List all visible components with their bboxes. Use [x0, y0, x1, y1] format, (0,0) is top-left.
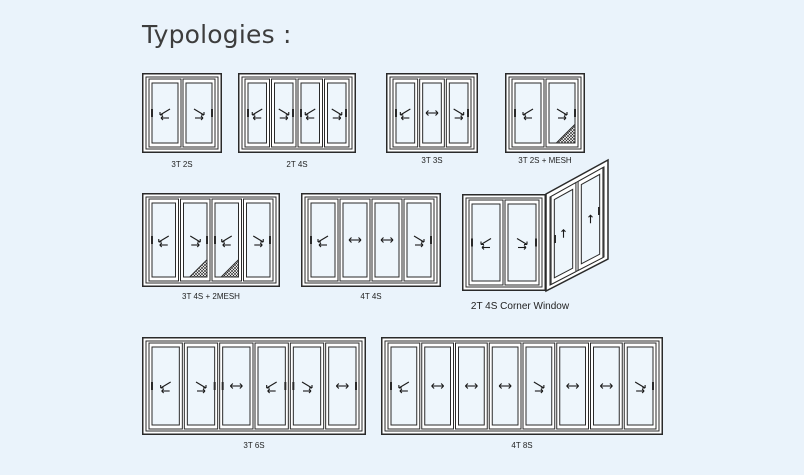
caption-3t-3s: 3T 3S [421, 156, 443, 165]
window-3t-2s-mesh [505, 73, 585, 153]
window-3t-6s [142, 337, 366, 435]
caption-3t-2s-mesh: 3T 2S + MESH [518, 156, 572, 165]
window-4t-4s [301, 193, 441, 287]
window-3t-2s [142, 73, 222, 153]
caption-3t-6s: 3T 6S [243, 441, 265, 450]
page-title: Typologies : [142, 20, 292, 49]
caption-4t-8s: 4T 8S [511, 441, 533, 450]
window-2t-4s-corner [462, 158, 609, 293]
caption-2t-4s-corner: 2T 4S Corner Window [470, 301, 570, 312]
window-3t-3s [386, 73, 478, 153]
caption-3t-2s: 3T 2S [171, 160, 193, 169]
window-3t-4s-2mesh [142, 193, 280, 287]
caption-4t-4s: 4T 4S [360, 292, 382, 301]
window-4t-8s [381, 337, 663, 435]
caption-2t-4s: 2T 4S [286, 160, 308, 169]
caption-3t-4s-2mesh: 3T 4S + 2MESH [182, 292, 240, 301]
window-2t-4s [238, 73, 356, 153]
